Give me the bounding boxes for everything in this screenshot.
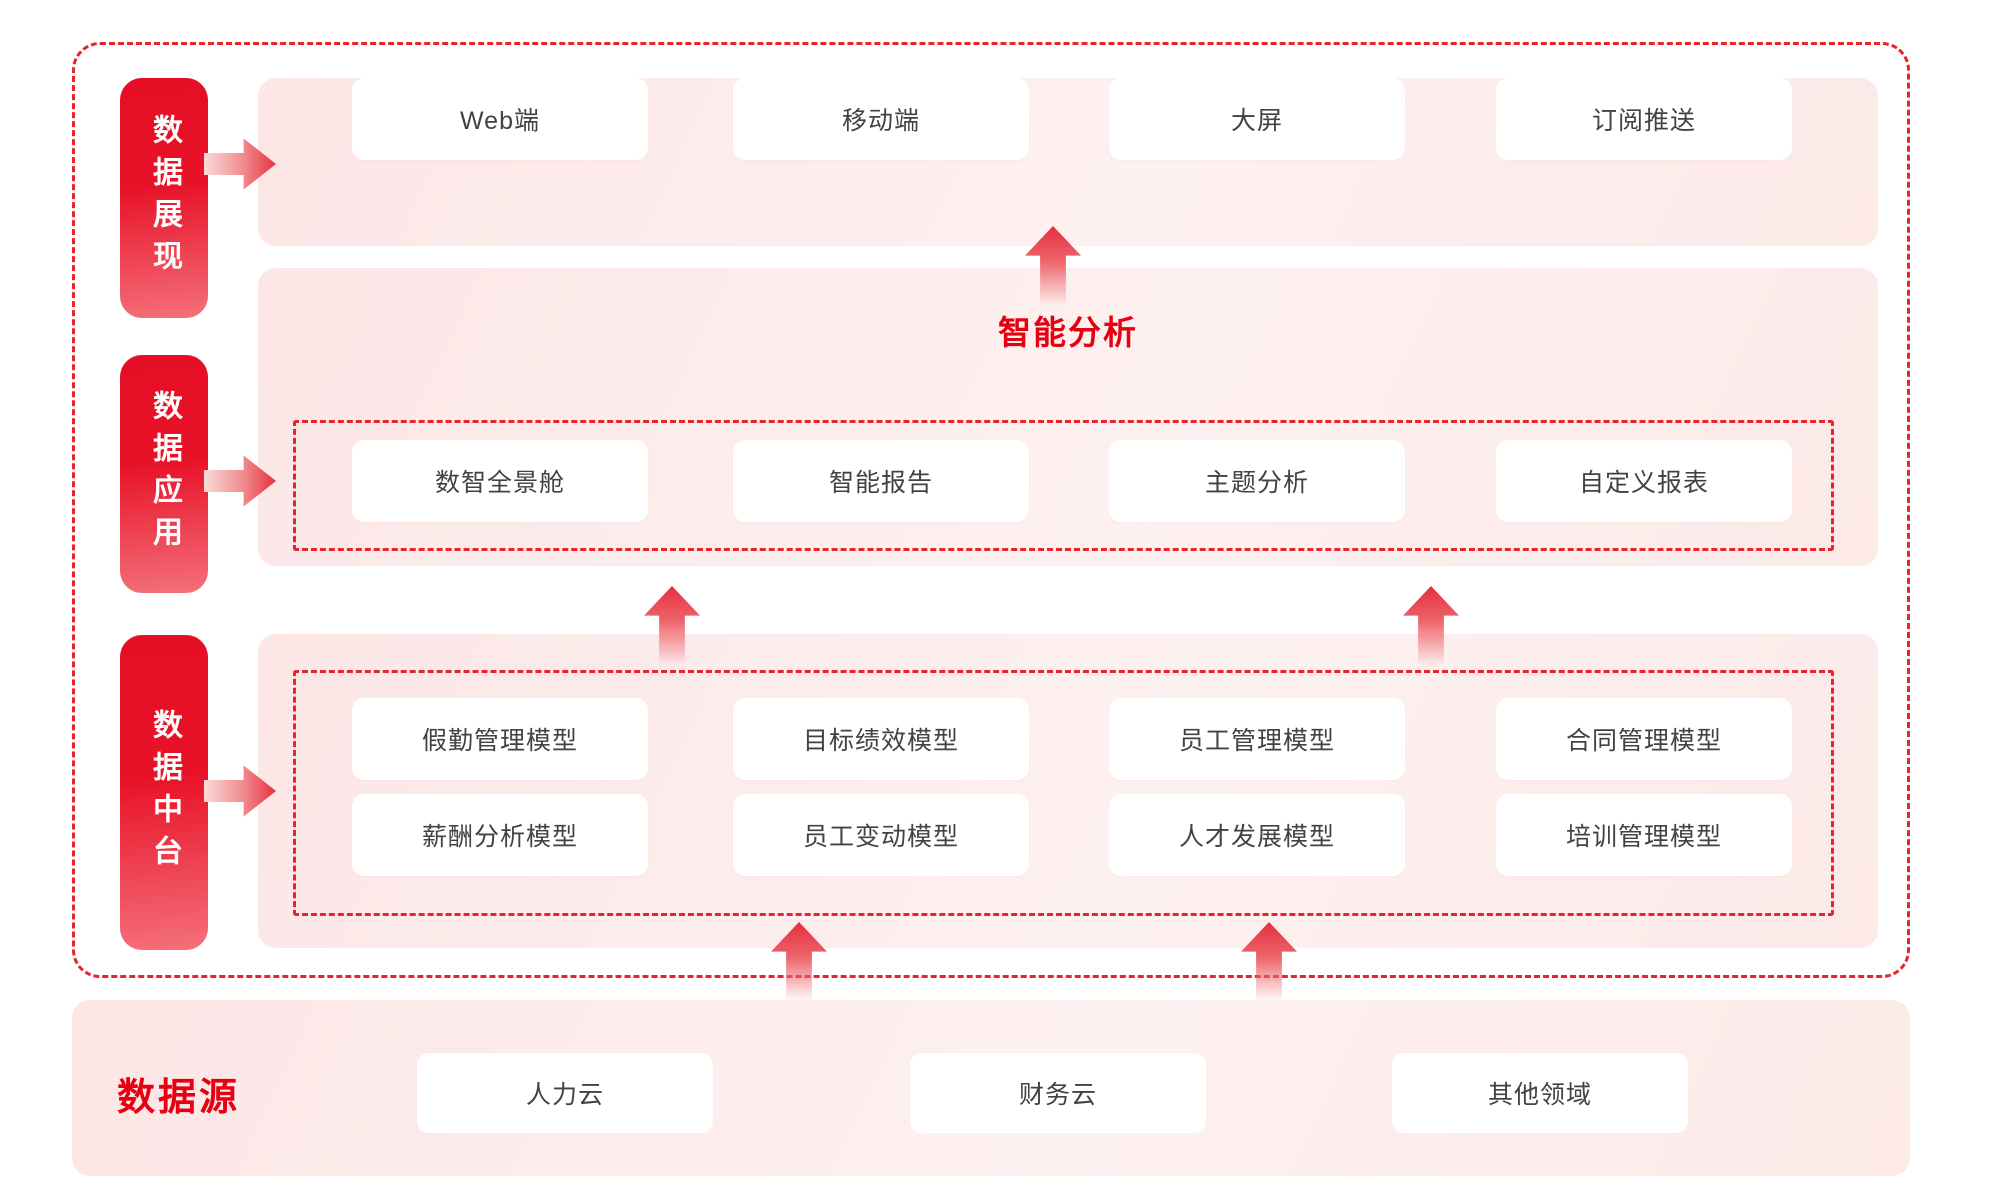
box-subscription-push: 订阅推送 [1496,78,1792,160]
box-finance-cloud: 财务云 [910,1053,1206,1133]
box-employee-management-model: 员工管理模型 [1109,698,1405,780]
application-dashed-group [293,420,1834,551]
box-web: Web端 [352,78,648,160]
pill-data-display: 数据展现 [120,78,208,318]
box-contract-management-model: 合同管理模型 [1496,698,1792,780]
pill-data-application-label: 数据应用 [148,390,181,558]
panel-data-middle-platform: 假勤管理模型 目标绩效模型 员工管理模型 合同管理模型 薪酬分析模型 员工变动模… [258,634,1878,948]
panel-data-application: 智能分析 数智全景舱 智能报告 主题分析 自定义报表 [258,268,1878,566]
box-attendance-model: 假勤管理模型 [352,698,648,780]
box-other-domains: 其他领域 [1392,1053,1688,1133]
panel-data-display: Web端 移动端 大屏 订阅推送 [258,78,1878,246]
box-training-management-model: 培训管理模型 [1496,794,1792,876]
pill-data-application: 数据应用 [120,355,208,593]
box-goal-performance-model: 目标绩效模型 [733,698,1029,780]
pill-data-middle-platform-label: 数据中台 [148,708,181,877]
box-salary-analysis-model: 薪酬分析模型 [352,794,648,876]
pill-data-display-label: 数据展现 [148,114,181,282]
panel-data-source: 数据源 人力云 财务云 其他领域 [72,1000,1910,1176]
box-custom-report: 自定义报表 [1496,440,1792,522]
box-mobile: 移动端 [733,78,1029,160]
outer-dashed-frame [72,42,1910,978]
box-theme-analysis: 主题分析 [1109,440,1405,522]
middle-platform-dashed-group [293,670,1834,916]
box-employee-change-model: 员工变动模型 [733,794,1029,876]
box-hr-cloud: 人力云 [417,1053,713,1133]
data-source-label: 数据源 [117,1077,241,1119]
box-smart-report: 智能报告 [733,440,1029,522]
box-talent-development-model: 人才发展模型 [1109,794,1405,876]
box-panorama-cabin: 数智全景舱 [352,440,648,522]
pill-data-middle-platform: 数据中台 [120,635,208,950]
smart-analysis-title: 智能分析 [998,314,1138,351]
box-large-screen: 大屏 [1109,78,1405,160]
